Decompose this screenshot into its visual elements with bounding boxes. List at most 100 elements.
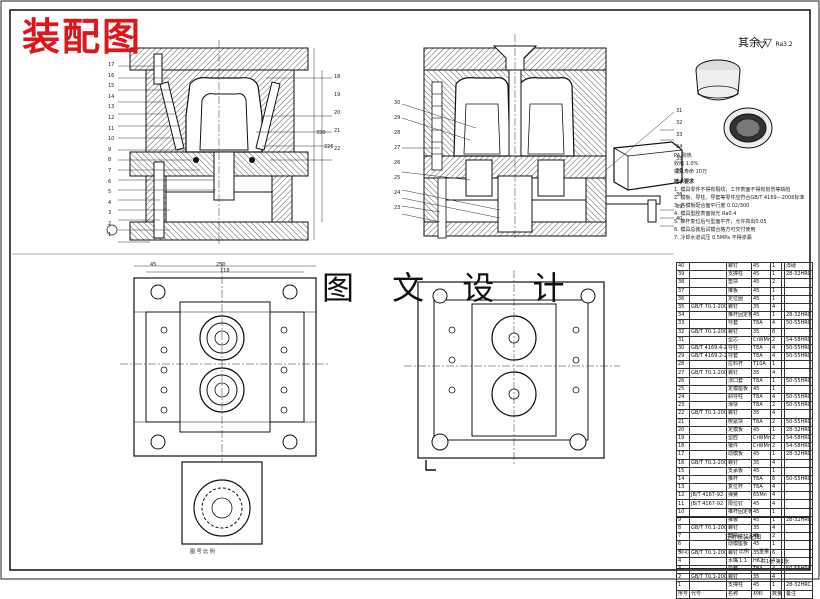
bom-cell: 1 (770, 384, 782, 395)
bom-cell: 29 (676, 352, 690, 362)
bom-cell: 50-55HRC (783, 417, 814, 427)
callout-label: 32 (676, 120, 683, 126)
callout-label: 2 (108, 221, 112, 227)
bom-cell: 50-55HRC (783, 376, 814, 386)
bom-cell: 2 (770, 335, 782, 345)
bom-cell (689, 335, 727, 345)
bom-cell (783, 327, 814, 337)
bom-cell: 1 (770, 466, 782, 476)
bom-cell: 8 (770, 327, 782, 337)
bom-cell (689, 286, 727, 296)
roughness-label: 其余 (738, 36, 760, 49)
bom-cell: CrWMn (751, 442, 771, 452)
bom-cell: CrWMn (751, 433, 771, 444)
bom-cell: 推板 (726, 286, 752, 296)
bom-cell: 1 (770, 270, 782, 280)
bom-cell (689, 294, 727, 304)
callout-label: 35 (676, 156, 683, 162)
bom-cell (689, 360, 727, 370)
bom-cell: 螺钉 (726, 409, 752, 419)
bom-cell: T8A (751, 474, 771, 485)
technical-notes: PA 耐热收缩 1.0%模具寿命 10万 技术要求 1. 模具零件不得有裂纹，工… (674, 152, 806, 242)
note-line: 7. 冷却水道试压 0.5MPa 不得渗漏 (674, 235, 752, 241)
bom-cell: 45 (751, 294, 771, 304)
bom-cell: 拉料杆 (726, 360, 752, 370)
bom-cell (783, 409, 814, 419)
bom-cell: 4 (770, 499, 782, 509)
bom-cell: 2 (770, 401, 782, 411)
bom-cell: 1 (770, 376, 782, 386)
dimension-value: 350 (316, 130, 326, 136)
callout-label: 28 (394, 130, 401, 136)
bom-cell: 淬硬 (783, 261, 814, 272)
bom-cell: 35 (751, 573, 771, 583)
bom-cell: GB/T 4169.4-2006 (689, 343, 727, 354)
bom-cell: 45 (751, 384, 771, 395)
sheet-outer-border (0, 0, 820, 580)
watermark-text: 图 文 设 计 (322, 269, 579, 307)
callout-label: 6 (108, 178, 112, 185)
note-line: 1. 模具零件不得有裂纹，工作表面不得有划伤等缺陷 (674, 187, 791, 193)
callout-label: 33 (676, 132, 683, 138)
note-line: 3. 各模板配合面平行度 0.02/300 (674, 203, 750, 209)
bom-cell: 1 (770, 581, 782, 591)
bom-cell: 18 (676, 442, 690, 452)
bom-cell: 25 (676, 384, 690, 395)
bom-cell: 4 (770, 483, 782, 493)
callout-label: 20 (334, 110, 341, 116)
bom-cell: 定模板 (726, 425, 752, 435)
callout-label: 27 (394, 145, 401, 151)
bom-cell: 支承板 (726, 466, 752, 476)
bom-cell (783, 294, 814, 304)
bom-cell (783, 491, 814, 501)
bom-cell: 54-58HRC (783, 335, 814, 345)
bom-cell: 50-55HRC (783, 392, 814, 403)
bom-cell: 8 (770, 474, 782, 485)
title-block-scale: 1:1 (739, 558, 748, 564)
bom-cell: 滑块 (726, 401, 752, 411)
bom-cell: 1 (770, 450, 782, 460)
bom-header-cell: 备注 (783, 589, 814, 599)
callout-label: 10 (108, 136, 115, 143)
callout-label: 16 (108, 72, 115, 79)
note-line: 6. 模具总装后试模合格方可交付使用 (674, 227, 756, 233)
dimension-value: 226 (324, 144, 334, 150)
bom-cell: 45 (751, 507, 771, 517)
bom-cell: 37 (676, 286, 690, 296)
bom-cell (689, 433, 727, 444)
bom-cell: 导套 (726, 319, 752, 329)
bom-cell (689, 442, 727, 452)
bom-cell: 4 (770, 458, 782, 468)
bom-header-cell: 代号 (689, 589, 727, 599)
callout-label: 30 (394, 100, 401, 106)
bom-cell: 45 (751, 278, 771, 288)
callout-label: 23 (394, 205, 401, 211)
notes-header-line: 收缩 1.0% (674, 161, 699, 167)
callout-label: 8 (108, 157, 112, 164)
bom-cell: 50-55HRC (783, 352, 814, 362)
bom-cell: T8A (751, 319, 771, 329)
bom-cell: 28-32HRC (783, 311, 814, 321)
bom-cell: 支撑柱 (726, 270, 752, 280)
bom-cell: 4 (770, 302, 782, 313)
bom-cell: 35 (751, 302, 771, 313)
bom-cell (783, 507, 814, 517)
notes-header-line: 模具寿命 10万 (674, 169, 707, 175)
dimension-value: 250 (216, 262, 226, 268)
bom-cell: JB/T 4167-92 (689, 491, 727, 501)
bom-cell: 4 (770, 491, 782, 501)
bom-cell: 1 (770, 425, 782, 435)
bom-cell (689, 483, 727, 493)
bom-cell: 28-32HRC (783, 270, 814, 280)
bom-cell: 27 (676, 368, 690, 378)
